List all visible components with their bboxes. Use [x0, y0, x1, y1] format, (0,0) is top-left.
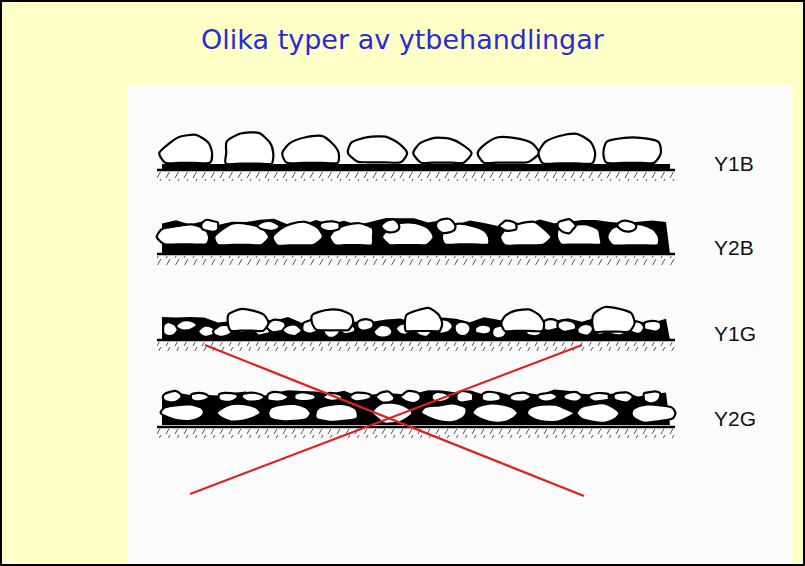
- stone: [294, 392, 315, 401]
- stone: [539, 134, 596, 164]
- section-code: Y2G: [714, 407, 756, 431]
- stone: [159, 135, 212, 164]
- stone: [537, 393, 557, 402]
- stone: [632, 405, 676, 423]
- stone: [201, 220, 218, 232]
- stone: [527, 404, 574, 422]
- stone: [163, 322, 178, 336]
- section-code: Y1B: [714, 152, 754, 176]
- cross-line: [205, 345, 584, 496]
- stone: [381, 219, 399, 232]
- stone: [510, 393, 531, 402]
- stone: [374, 325, 393, 338]
- stone: [320, 221, 340, 231]
- section-code: Y1G: [714, 322, 756, 346]
- stone: [217, 404, 261, 422]
- cross-line: [190, 345, 582, 494]
- slide-title: Olika typer av ytbehandlingar: [2, 24, 803, 55]
- surface-treatment-section: [157, 132, 675, 181]
- red-cross: [190, 345, 584, 496]
- stone: [436, 219, 456, 233]
- stone: [191, 393, 209, 401]
- stone: [501, 309, 544, 331]
- stone: [163, 391, 182, 402]
- stone: [312, 310, 354, 331]
- stone: [644, 391, 661, 403]
- stone: [472, 404, 517, 423]
- stone: [499, 221, 517, 231]
- base-line: [157, 426, 675, 429]
- section-code: Y2B: [714, 236, 754, 260]
- base-hatching: [157, 256, 675, 265]
- base-hatching: [157, 342, 675, 351]
- stone: [577, 324, 593, 336]
- surface-treatment-section: [157, 389, 675, 438]
- stone: [357, 319, 373, 330]
- stone: [558, 320, 577, 332]
- stone: [592, 307, 634, 332]
- stone: [482, 392, 501, 402]
- stone: [242, 393, 265, 402]
- stone: [268, 404, 310, 421]
- stone: [228, 309, 269, 331]
- stone: [315, 404, 357, 422]
- stone: [563, 392, 582, 402]
- stone: [577, 403, 620, 423]
- image-panel: [127, 85, 792, 564]
- stone: [405, 308, 442, 332]
- stone: [421, 403, 467, 422]
- stone: [257, 221, 279, 231]
- stone: [176, 320, 197, 330]
- stone: [589, 393, 609, 401]
- stone: [400, 391, 420, 403]
- binder: [162, 218, 670, 254]
- stone: [455, 322, 471, 336]
- surface-treatment-section: [157, 218, 675, 265]
- stone: [348, 136, 407, 162]
- stone: [376, 391, 394, 402]
- stone: [283, 325, 302, 337]
- surface-treatment-section: [157, 307, 675, 351]
- stone: [478, 137, 539, 163]
- stone: [225, 132, 273, 164]
- stone: [267, 392, 288, 402]
- stone: [350, 393, 371, 402]
- stone: [603, 138, 661, 164]
- stone: [282, 136, 339, 164]
- base-hatching: [157, 172, 675, 181]
- stone: [557, 219, 575, 233]
- stone: [475, 325, 491, 335]
- stone: [413, 138, 471, 163]
- stone: [613, 392, 632, 402]
- stone: [161, 404, 204, 421]
- stone: [617, 221, 636, 232]
- stone: [644, 321, 661, 332]
- stone: [219, 393, 238, 402]
- base-hatching: [157, 429, 675, 438]
